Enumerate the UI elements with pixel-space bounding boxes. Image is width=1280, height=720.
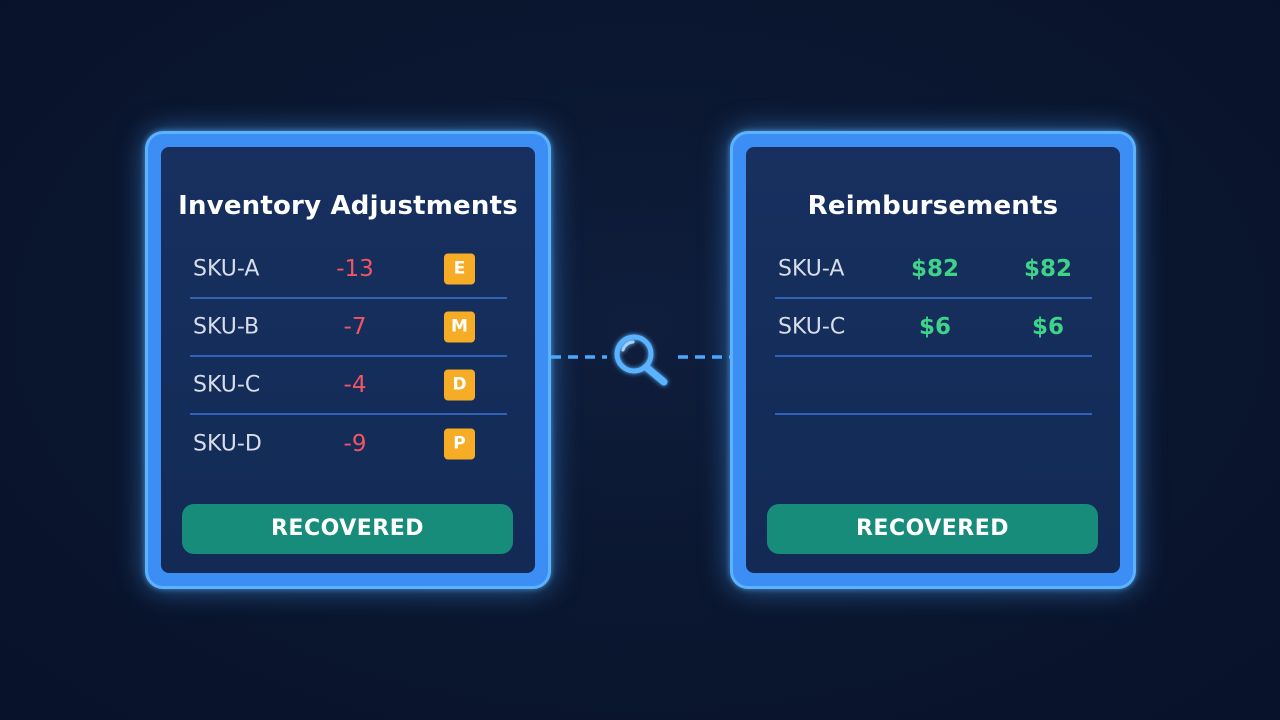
reimbursements-panel-body: Reimbursements SKU-A $82 $82 SKU-C $6 $6 [746,147,1120,573]
adjustment-qty: -4 [343,372,367,398]
reimbursements-panel: Reimbursements SKU-A $82 $82 SKU-C $6 $6 [730,131,1136,589]
inventory-adjustments-panel: Inventory Adjustments SKU-A -13 E SKU-B … [145,131,551,589]
sku-label: SKU-D [193,431,262,457]
adjustment-qty: -9 [343,431,367,457]
reimbursements-panel-title: Reimbursements [807,191,1059,221]
reimbursement-amount: $6 [918,314,951,340]
inventory-row: SKU-B -7 M [190,299,507,357]
reason-code-badge: D [444,369,475,401]
reimbursement-row-empty [775,357,1092,415]
sku-label: SKU-A [778,256,845,282]
inventory-row: SKU-A -13 E [190,241,507,299]
sku-label: SKU-C [193,372,261,398]
reimbursement-row: SKU-C $6 $6 [775,299,1092,357]
adjustment-qty: -13 [336,256,374,282]
adjustment-qty: -7 [343,314,367,340]
reimbursement-amount-2: $6 [1031,314,1064,340]
inventory-row: SKU-D -9 P [190,415,507,473]
sku-label: SKU-B [193,314,260,340]
inventory-panel-title: Inventory Adjustments [178,191,518,221]
reimbursement-amount-2: $82 [1023,256,1072,282]
inventory-recovered-button[interactable]: RECOVERED [182,504,513,554]
reason-code-badge: M [444,311,475,343]
inventory-panel-body: Inventory Adjustments SKU-A -13 E SKU-B … [161,147,535,573]
reimbursement-row: SKU-A $82 $82 [775,241,1092,299]
sku-label: SKU-A [193,256,260,282]
sku-label: SKU-C [778,314,846,340]
magnifier-icon [614,334,668,386]
connector-line [551,334,730,386]
reason-code-badge: E [444,253,475,285]
inventory-row: SKU-C -4 D [190,357,507,415]
reimbursement-rows: SKU-A $82 $82 SKU-C $6 $6 [775,241,1092,415]
reimbursement-amount: $82 [910,256,959,282]
reason-code-badge: P [444,428,475,460]
reimbursements-recovered-button[interactable]: RECOVERED [767,504,1098,554]
inventory-rows: SKU-A -13 E SKU-B -7 M SKU-C -4 D SKU-D … [190,241,507,473]
